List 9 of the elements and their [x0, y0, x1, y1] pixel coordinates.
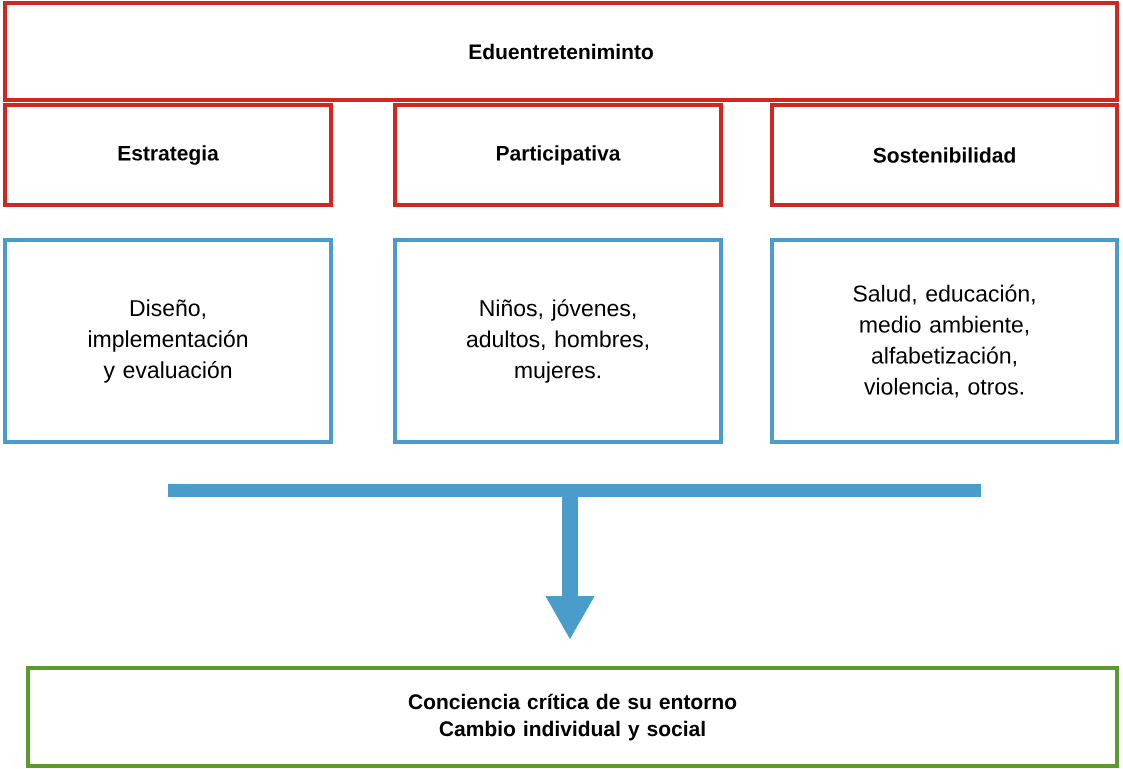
category-box: Participativa — [393, 103, 723, 207]
description-box: Salud, educación, medio ambiente, alfabetización, violencia, otros. — [770, 238, 1119, 444]
description-box: Diseño, implementación y evaluación — [3, 238, 333, 444]
category-box: Estrategia — [3, 103, 333, 207]
description-box: Niños, jóvenes, adultos, hombres, mujeres. — [393, 238, 723, 444]
result-box: Conciencia crítica de su entorno Cambio individual y social — [26, 666, 1119, 768]
title-box: Eduentreteniminto — [3, 1, 1119, 102]
bar — [168, 484, 981, 497]
category-box: Sostenibilidad — [770, 103, 1119, 207]
